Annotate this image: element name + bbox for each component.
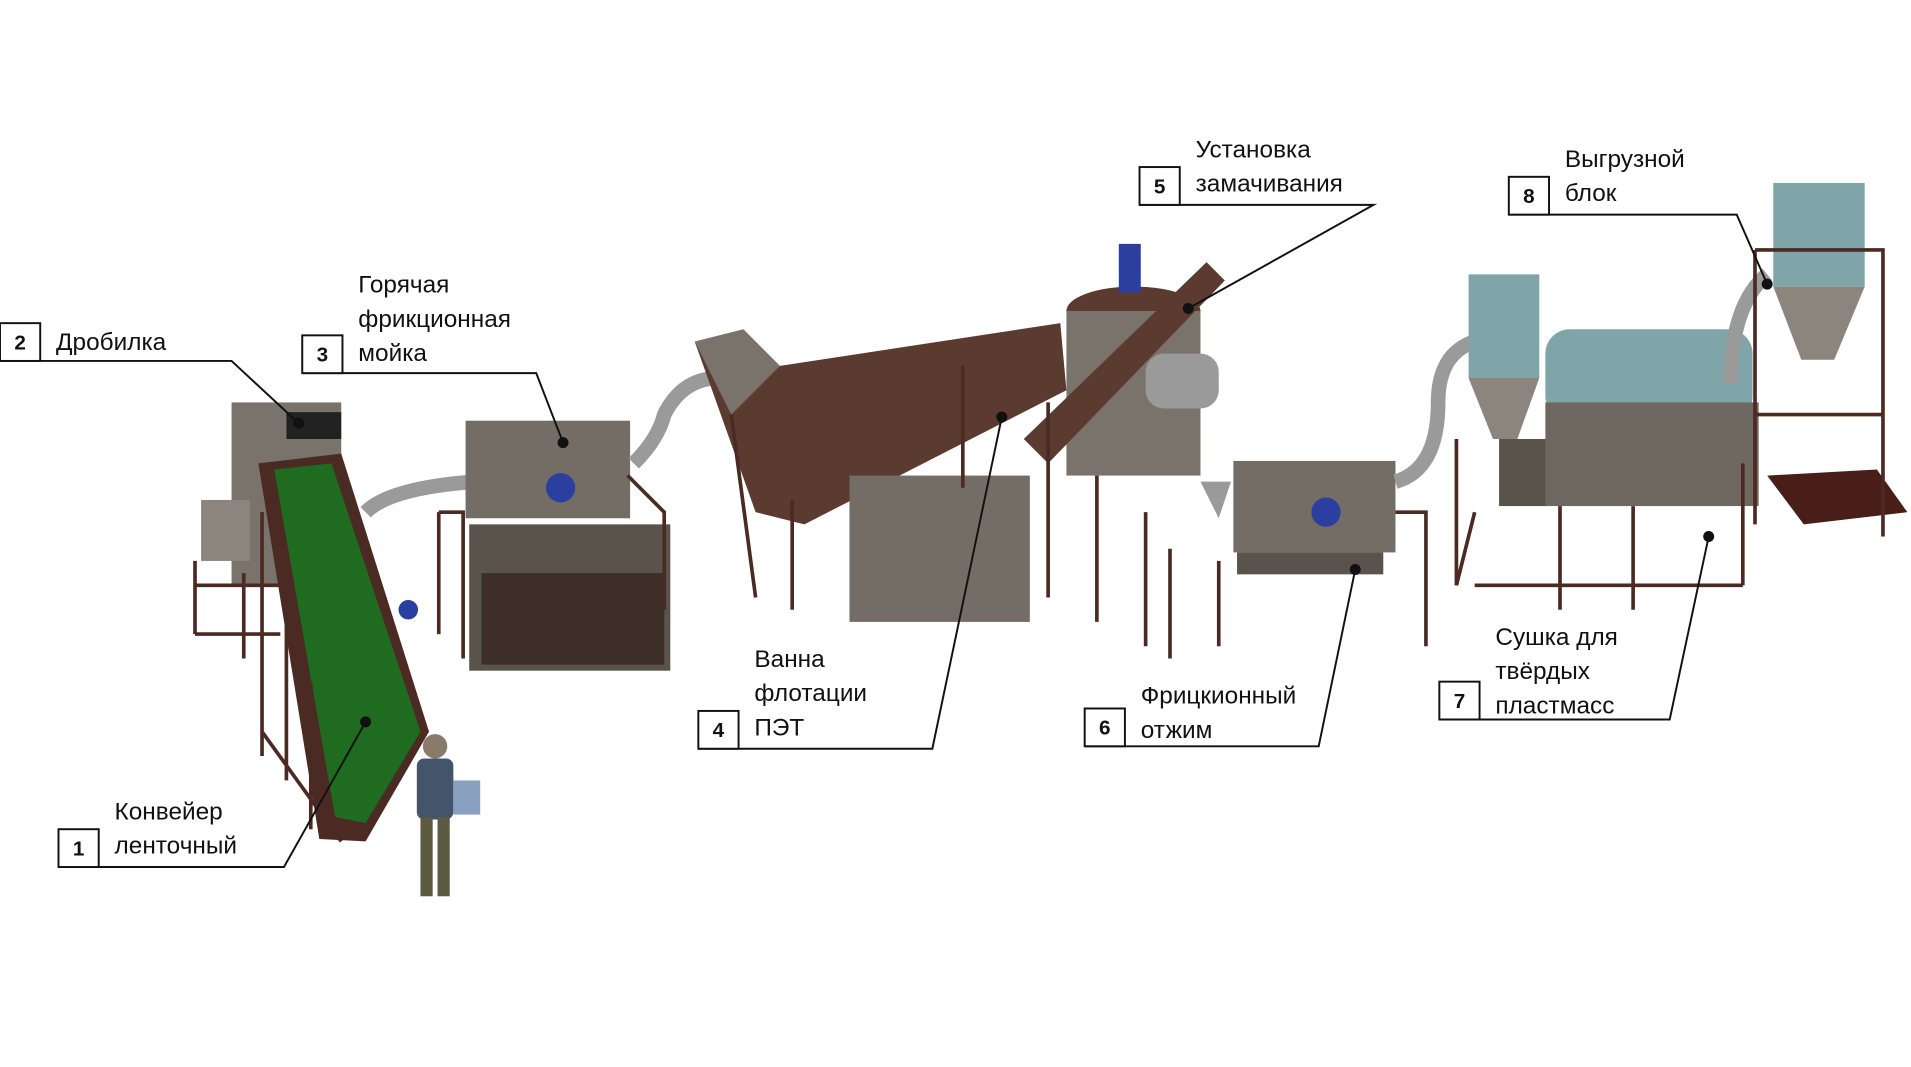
number-box — [301, 334, 344, 375]
callout-number: 7 — [1454, 690, 1466, 713]
leader-line — [0, 359, 300, 424]
soaking-unit — [1023, 243, 1225, 647]
number-box — [1438, 680, 1481, 721]
leader-dot — [360, 716, 372, 728]
belt-conveyor — [258, 453, 429, 843]
callout-number: 3 — [317, 344, 329, 367]
callout-6: 6 Фрицкионный отжим — [1083, 563, 1361, 748]
callout-labels: 1 Конвейер ленточный 2 Дробилка 3 Горячая фрикц… — [0, 136, 1773, 868]
leader-dot — [1182, 303, 1194, 315]
callout-5: 5 Установка замачивания — [1138, 136, 1378, 315]
leader-line — [1139, 203, 1378, 310]
leader-line — [58, 721, 367, 868]
leader-dot — [293, 417, 305, 429]
friction-squeezer — [1168, 460, 1428, 659]
callout-label-line: Дробилка — [56, 329, 167, 356]
callout-3: 3 Горячая фрикционная мойка — [301, 272, 569, 449]
leader-line — [302, 372, 564, 444]
callout-number: 1 — [73, 837, 85, 860]
callout-label-line: пластмасс — [1495, 692, 1614, 719]
callout-label-line: Фрицкионный — [1141, 683, 1297, 710]
callout-label-line: отжим — [1141, 717, 1213, 744]
number-box — [1507, 175, 1551, 216]
number-box — [1138, 166, 1181, 206]
equipment-illustration — [193, 182, 1908, 897]
leader-line — [1439, 536, 1710, 721]
callout-7: 7 Сушка для твёрдых пластмасс — [1438, 531, 1715, 721]
person-figure — [416, 734, 481, 897]
callout-label-line: ленточный — [115, 833, 237, 860]
callout-label-line: ПЭТ — [754, 714, 804, 741]
number-box — [1083, 707, 1126, 748]
callout-label-line: Горячая — [358, 272, 449, 299]
unloading-block — [1723, 182, 1908, 537]
number-box — [697, 709, 740, 750]
callout-1: 1 Конвейер ленточный — [57, 716, 372, 868]
callout-label-line: блок — [1565, 180, 1617, 207]
callout-label-line: мойка — [358, 340, 427, 367]
leader-dot — [557, 437, 569, 449]
callout-label-line: твёрдых — [1495, 658, 1590, 685]
hot-friction-wash-machine — [360, 420, 671, 671]
leader-line — [1084, 569, 1357, 748]
plastic-dryer — [1393, 274, 1759, 610]
callout-2: 2 Дробилка — [0, 322, 305, 429]
callout-label-line: Сушка для — [1495, 624, 1617, 651]
callout-number: 4 — [713, 719, 725, 742]
flotation-bath — [628, 323, 1067, 622]
callout-label-line: Конвейер — [115, 798, 223, 825]
leader-line — [698, 416, 1003, 750]
callout-label-line: Установка — [1196, 136, 1312, 163]
leader-dot — [1703, 531, 1715, 543]
leader-dot — [1349, 563, 1361, 575]
leader-line — [1508, 213, 1769, 285]
callout-label-line: замачивания — [1196, 170, 1343, 197]
callout-number: 6 — [1099, 717, 1111, 740]
number-box — [0, 322, 42, 362]
number-box — [57, 828, 100, 868]
leader-dot — [996, 411, 1008, 423]
callout-label-line: фрикционная — [358, 306, 511, 333]
callout-number: 2 — [14, 331, 26, 354]
callout-8: 8 Выгрузной блок — [1507, 146, 1773, 290]
leader-dot — [1761, 278, 1773, 290]
callout-label-line: Ванна — [754, 646, 825, 673]
callout-number: 5 — [1154, 175, 1166, 198]
callout-label-line: флотации — [754, 680, 867, 707]
callout-number: 8 — [1523, 185, 1535, 208]
callout-label-line: Выгрузной — [1565, 146, 1685, 173]
